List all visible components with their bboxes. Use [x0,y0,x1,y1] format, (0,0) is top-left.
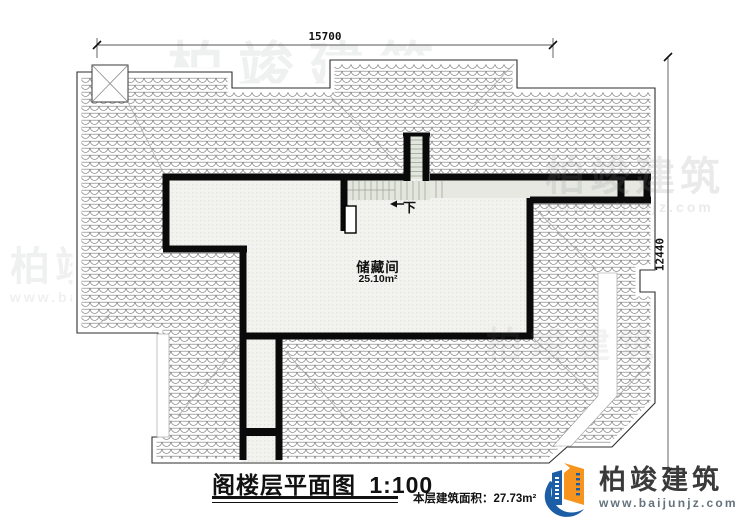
floor-area-value: 27.73m² [493,493,537,505]
floor-area-label: 本层建筑面积： [413,493,494,505]
roof-valley-strips [156,272,618,447]
floor-area-line: 本层建筑面积：27.73m² [413,490,536,506]
logo-tower-blue [552,470,562,505]
logo-swoosh [544,481,584,517]
stair-down-label: 下 [403,200,417,215]
roof-skylight-box [91,64,129,103]
logo-roof-notch [564,463,570,473]
dimension-right-label: 12440 [653,237,667,272]
room-name-label: 储藏间 [356,260,400,275]
drawing-title: 阁楼层平面图 1:100 [212,466,433,500]
roof-ridge-lines [95,63,652,426]
brand-url[interactable]: www.baijunjz.com [599,496,738,510]
window-symbol [344,205,357,234]
corridor-strip [430,181,644,198]
dimension-lines [92,38,673,477]
brand-logo[interactable]: 柏竣建筑 www.baijunjz.com [540,459,738,517]
drawing-scale: 1:100 [369,472,434,498]
dimension-top-label: 15700 [308,30,342,43]
stair-landing [347,181,430,200]
stair-direction-arrow [390,200,404,208]
room-walls [162,132,651,460]
room-area-label: 25.10m² [358,273,398,285]
title-underline [212,496,398,503]
brand-name: 柏竣建筑 [599,465,723,495]
drawing-title-text: 阁楼层平面图 [212,472,356,498]
brand-logo-icon [544,463,584,517]
